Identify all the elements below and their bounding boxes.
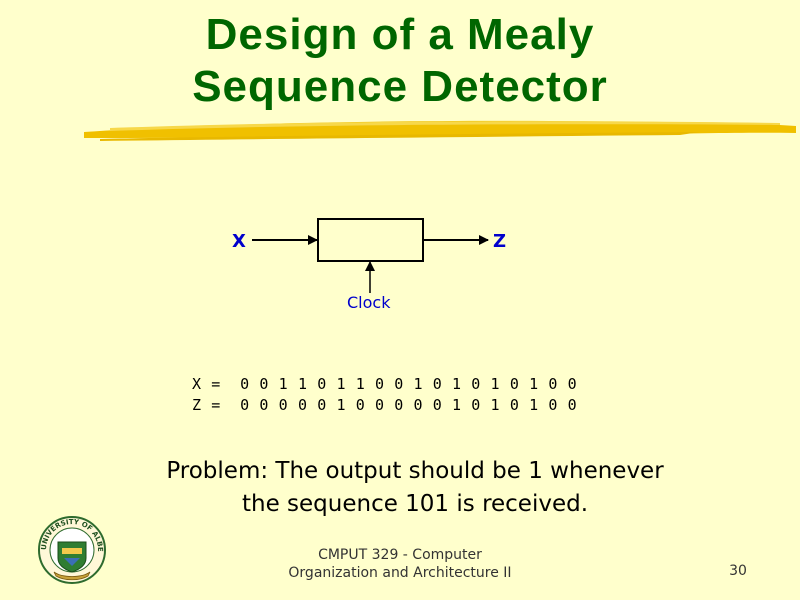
footer-course-line-2: Organization and Architecture II: [288, 565, 512, 581]
slide-title-line-2: Sequence Detector: [192, 62, 608, 111]
output-sequence-row: Z = 0 0 0 0 0 1 0 0 0 0 0 1 0 1 0 1 0 0: [192, 396, 578, 414]
university-crest-icon: UNIVERSITY OF ALBERTA: [36, 514, 106, 584]
input-label-x: X: [232, 231, 246, 252]
detector-box: [317, 218, 424, 262]
problem-statement-line-1: Problem: The output should be 1 whenever: [166, 458, 664, 484]
problem-statement-line-2: the sequence 101 is received.: [241, 491, 589, 517]
title-underline-brushstroke: [84, 120, 796, 141]
page-number: 30: [729, 563, 747, 579]
footer-course-line-1: CMPUT 329 - Computer: [318, 547, 482, 563]
output-label-z: Z: [493, 231, 506, 252]
input-sequence-row: X = 0 0 1 1 0 1 1 0 0 1 0 1 0 1 0 1 0 0: [192, 375, 578, 393]
clock-label: Clock: [347, 293, 391, 312]
slide-title-line-1: Design of a Mealy: [205, 10, 595, 59]
